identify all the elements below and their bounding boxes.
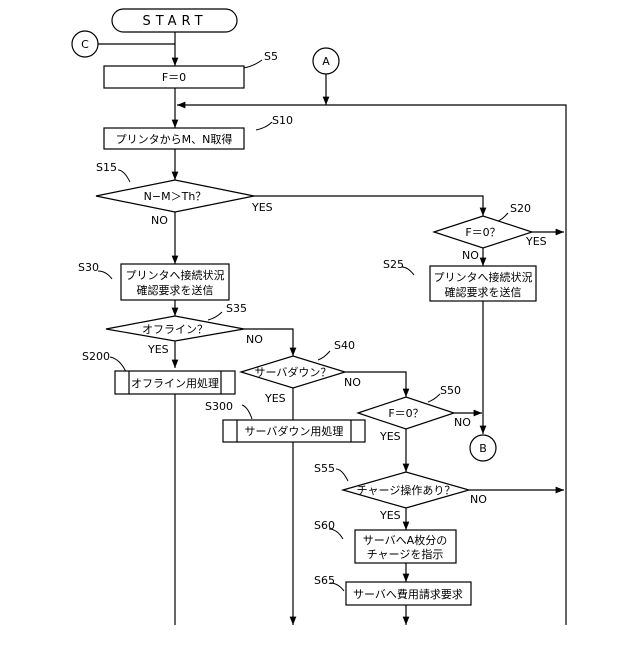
s50-no-label: NO — [454, 416, 471, 429]
process-s25-line1: プリンタへ接続状況 — [434, 270, 533, 284]
step-label-s15: S15 — [96, 161, 117, 174]
decision-s35-text: オフライン？ — [142, 323, 208, 336]
s40-yes-label: YES — [264, 392, 286, 405]
s40-no-label: NO — [344, 376, 361, 389]
leader-s40 — [318, 351, 330, 360]
process-s65-text: サーバへ費用請求要求 — [353, 587, 463, 601]
step-label-s20: S20 — [510, 202, 531, 215]
s50-yes-label: YES — [379, 430, 401, 443]
step-label-s50: S50 — [440, 384, 461, 397]
leader-s50 — [428, 394, 440, 402]
leader-s35 — [208, 312, 222, 320]
leader-s10 — [256, 122, 272, 130]
process-s5-text: F＝0 — [162, 71, 186, 84]
step-label-s5: S5 — [264, 50, 278, 63]
s20-yes-label: YES — [525, 235, 547, 248]
process-s10-text: プリンタからM、N取得 — [116, 133, 233, 146]
step-label-s55: S55 — [314, 462, 335, 475]
process-s300-text: サーバダウン用処理 — [245, 424, 344, 438]
connector-b-label: B — [479, 442, 487, 455]
process-s30-line1: プリンタへ接続状況 — [126, 268, 225, 282]
s35-no-label: NO — [246, 333, 263, 346]
decision-s15-text: N−M＞Th？ — [144, 190, 207, 203]
leader-s200 — [110, 357, 126, 372]
decision-s50-text: F＝0？ — [388, 407, 423, 420]
leader-s15 — [118, 170, 130, 182]
process-s30-line2: 確認要求を送信 — [137, 283, 214, 297]
step-label-s10: S10 — [272, 114, 293, 127]
step-label-s25: S25 — [383, 258, 404, 271]
decision-s55-text: チャージ操作あり？ — [357, 483, 456, 497]
decision-s20-text: F＝0？ — [465, 226, 500, 239]
leader-s30 — [98, 271, 112, 279]
leader-s300 — [242, 405, 252, 419]
connector-c-label: C — [81, 38, 89, 51]
step-label-s35: S35 — [226, 302, 247, 315]
s35-yes-label: YES — [147, 343, 169, 356]
process-s60-line2: チャージを指示 — [367, 547, 444, 561]
s55-yes-label: YES — [379, 509, 401, 522]
s15-yes-label: YES — [251, 201, 273, 214]
s20-no-label: NO — [462, 249, 479, 262]
step-label-s30: S30 — [78, 261, 99, 274]
process-s60-line1: サーバへA枚分の — [363, 533, 447, 547]
process-s25-line2: 確認要求を送信 — [445, 285, 522, 299]
step-label-s200: S200 — [82, 350, 110, 363]
leader-s55 — [336, 469, 348, 481]
step-label-s60: S60 — [314, 519, 335, 532]
process-s200-text: オフライン用処理 — [131, 377, 219, 390]
s55-no-label: NO — [470, 493, 487, 506]
step-label-s300: S300 — [205, 400, 233, 413]
edge-s15-yes — [254, 196, 483, 216]
step-label-s65: S65 — [314, 574, 335, 587]
connector-a-label: A — [322, 55, 330, 68]
step-label-s40: S40 — [334, 339, 355, 352]
decision-s40-text: サーバダウン？ — [255, 365, 332, 379]
leader-s5 — [244, 60, 262, 68]
s15-no-label: NO — [151, 214, 168, 227]
start-label: START — [142, 14, 207, 29]
